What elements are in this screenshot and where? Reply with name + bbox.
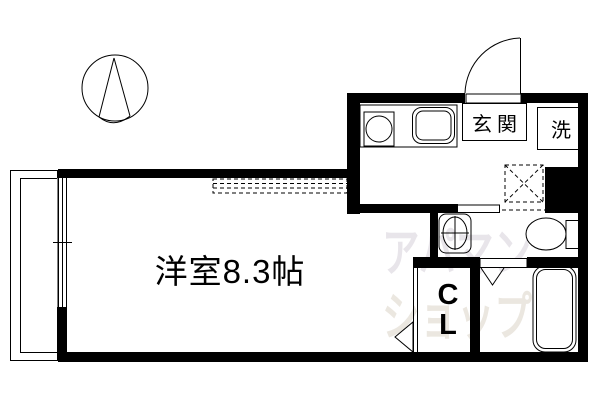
range-hood-dashed-icon: [212, 178, 348, 194]
closet-label-l: L: [439, 309, 457, 341]
entry-step: [457, 204, 500, 213]
closet-door-marker-icon: [394, 320, 414, 354]
closet-label-c: C: [437, 279, 459, 311]
stove-burner-box: [363, 111, 395, 147]
balcony-inner-rail: [20, 178, 58, 353]
compass-north-arrow-icon: [81, 54, 149, 124]
entrance-label: 玄関: [462, 103, 527, 141]
bathtub-icon: [532, 265, 577, 353]
wall-pipe-space-block: [545, 167, 588, 213]
wall-closet-bath-divider: [470, 257, 480, 353]
toilet-icon: [525, 217, 580, 251]
closet-edge-lines: [413, 268, 418, 352]
washroom-opening: [479, 258, 528, 268]
wall-hall-left: [430, 213, 438, 262]
washbasin-icon: [438, 213, 472, 254]
kitchen-counter: [359, 104, 458, 148]
closet-label: C L: [432, 280, 464, 346]
stove-burner-icon: [365, 115, 393, 143]
wall-kitchen-left: [347, 93, 360, 214]
wall-left-below-window: [58, 307, 67, 357]
wall-bath-top: [527, 257, 588, 268]
folding-door-icon: [480, 267, 505, 286]
main-room-label: 洋室8.3帖: [154, 253, 306, 290]
wall-right: [578, 93, 588, 362]
wall-kitchen-bottom: [347, 204, 458, 213]
kitchen-sink-icon: [412, 107, 455, 144]
wall-mainroom-top: [58, 169, 349, 178]
wall-closet-top: [413, 257, 470, 268]
balcony-outline: [10, 170, 58, 361]
wall-top-left-of-door: [347, 93, 465, 103]
refrigerator-space-icon: [502, 164, 545, 211]
entry-door-swing-icon: [464, 37, 522, 104]
wall-bottom: [58, 352, 588, 362]
wall-top-right-of-door: [521, 93, 588, 103]
agency-watermark-line1: アパマン: [382, 225, 532, 283]
